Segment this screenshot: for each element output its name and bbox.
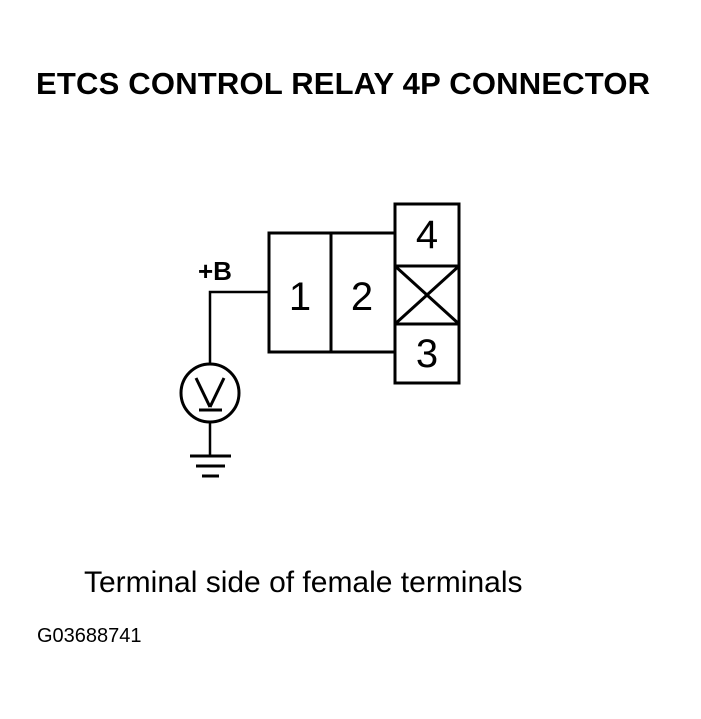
diagram-caption: Terminal side of female terminals xyxy=(84,566,523,599)
terminal-3-label: 3 xyxy=(416,332,438,376)
terminal-2-label: 2 xyxy=(351,275,373,319)
terminal-4-label: 4 xyxy=(416,213,438,257)
diagram-title: ETCS CONTROL RELAY 4P CONNECTOR xyxy=(36,66,651,101)
probe-wire xyxy=(208,290,269,364)
figure-code: G03688741 xyxy=(37,625,142,647)
blank-terminal-cross xyxy=(393,264,461,326)
probe-label: +B xyxy=(198,256,232,286)
terminal-1-label: 1 xyxy=(289,275,311,319)
voltmeter-icon xyxy=(179,362,241,424)
terminal-3-cell xyxy=(393,322,461,385)
ground-icon xyxy=(190,454,231,478)
